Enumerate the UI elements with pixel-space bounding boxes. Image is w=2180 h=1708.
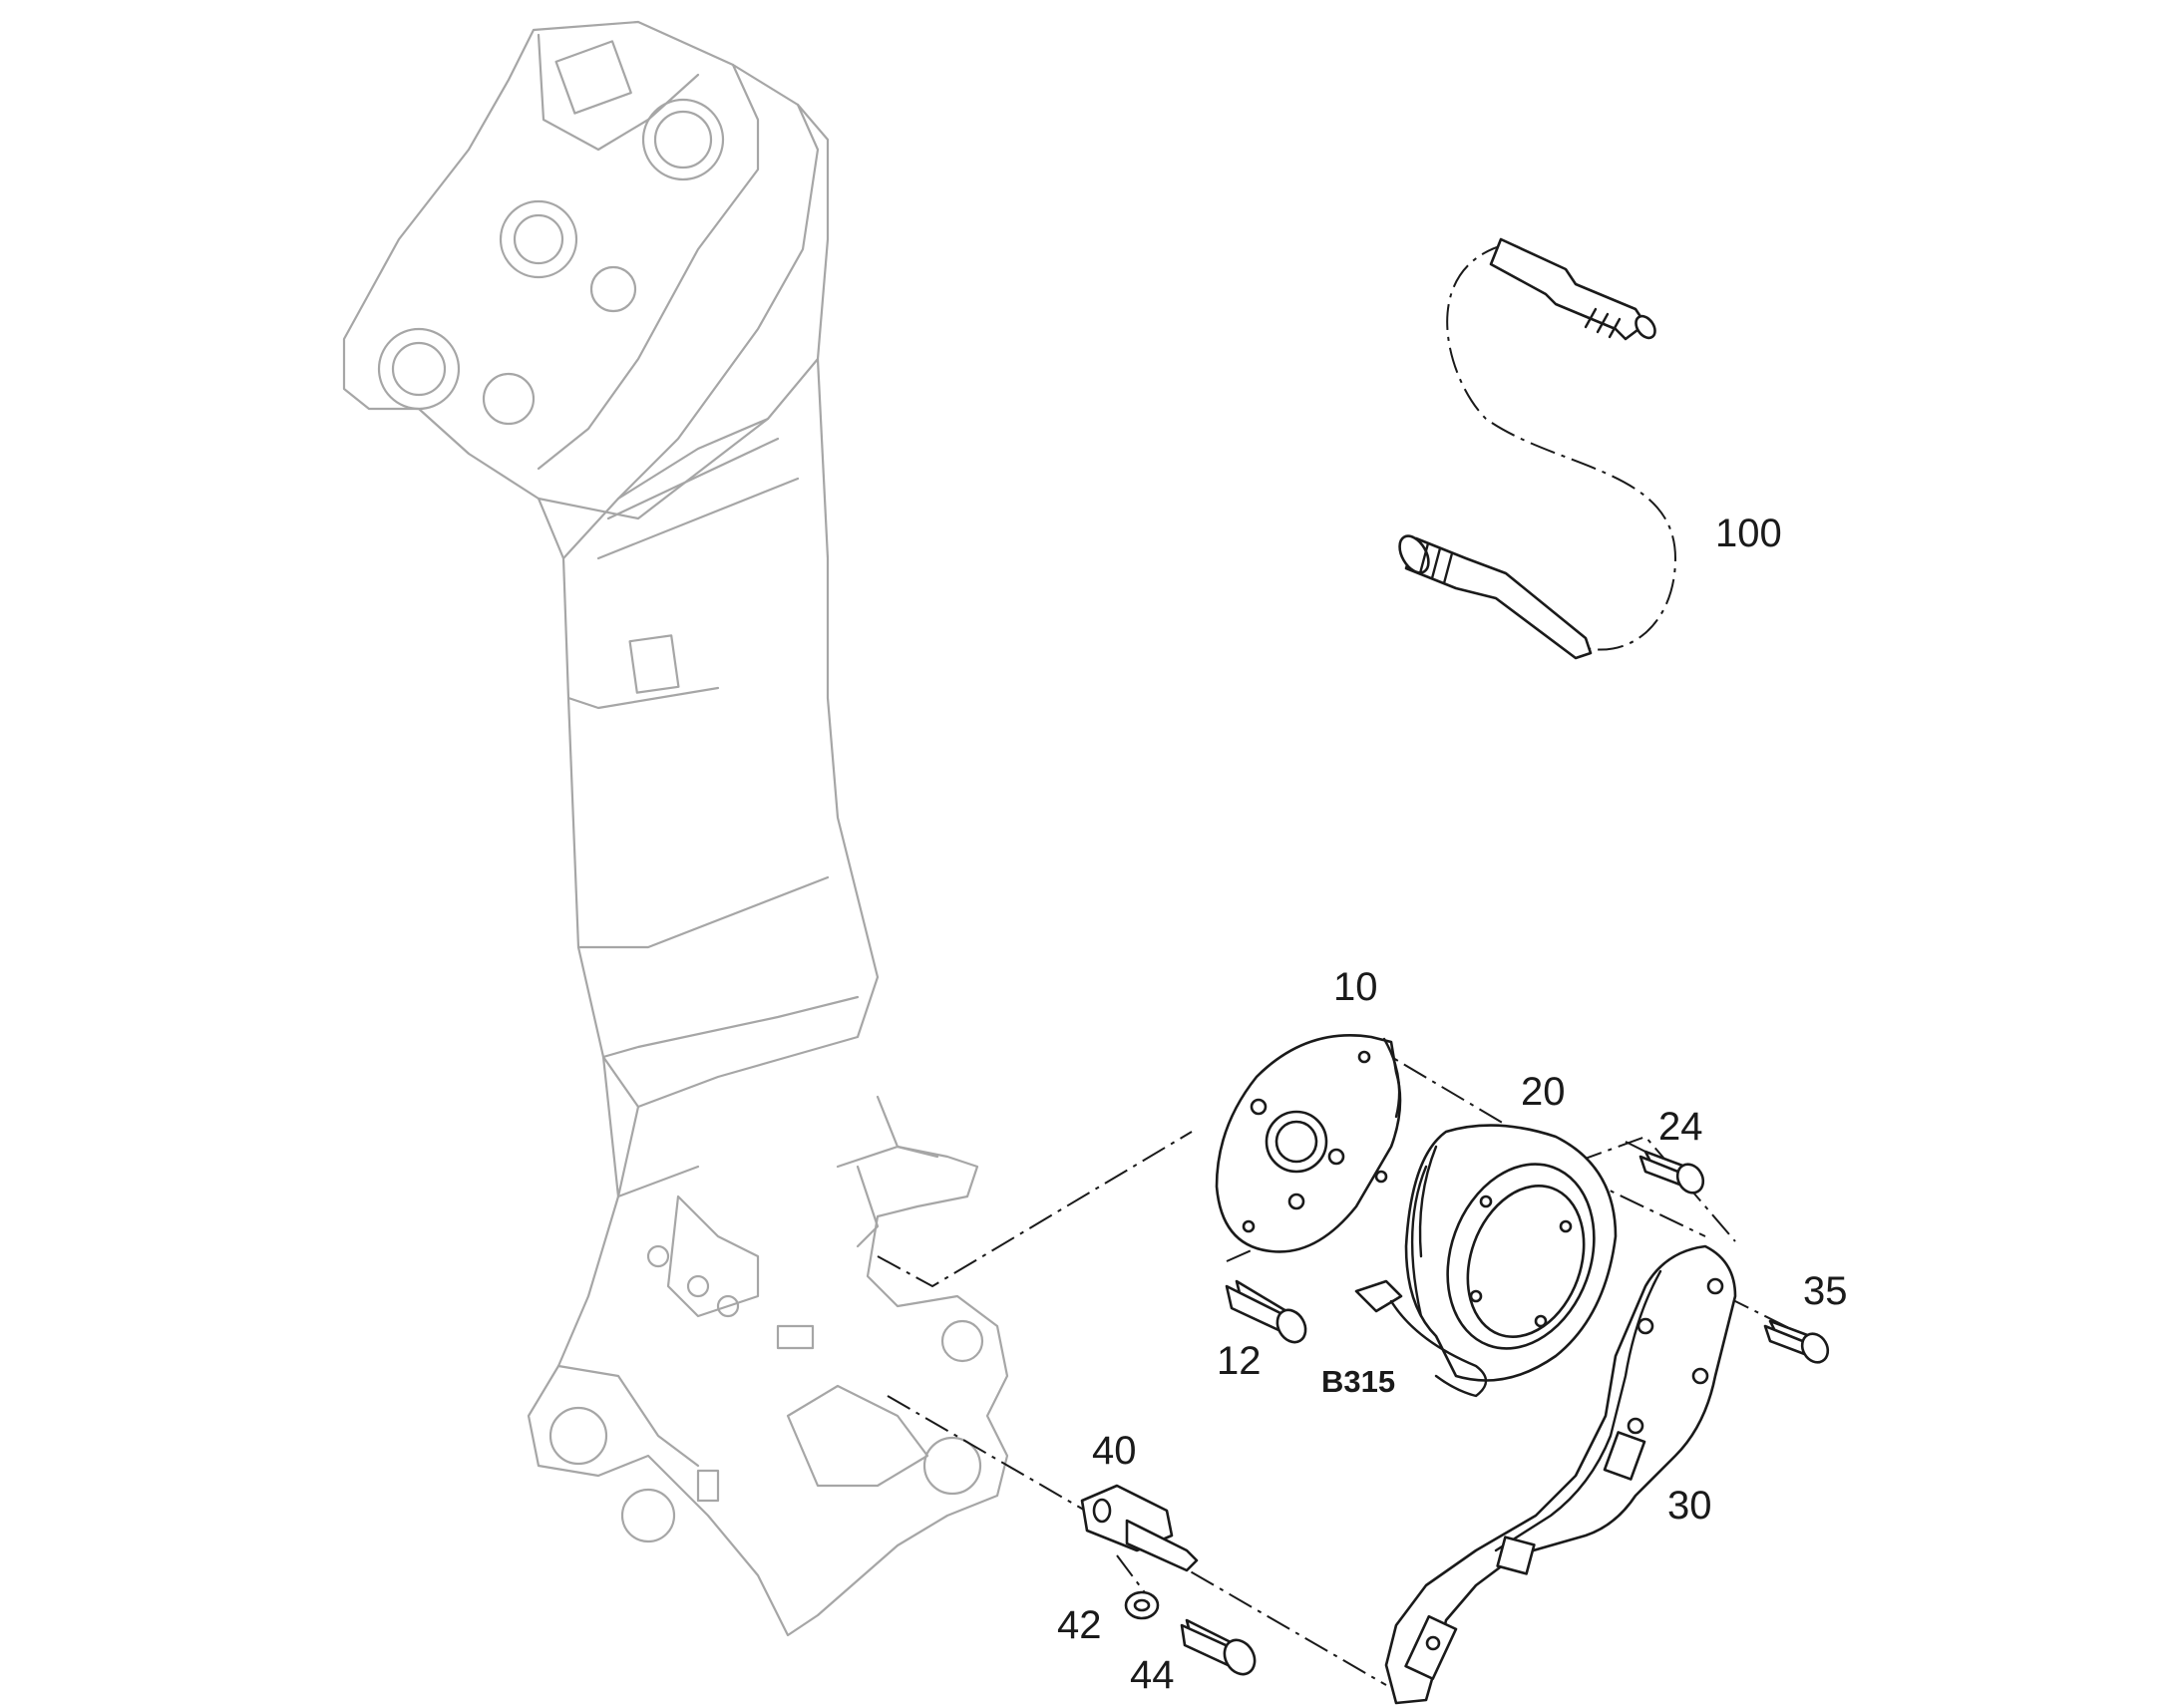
callout-24: 24: [1658, 1105, 1703, 1149]
boom-arm-ghost: [342, 20, 1009, 1637]
callout-20: 20: [1521, 1070, 1566, 1114]
callout-10: 10: [1333, 965, 1378, 1009]
callout-12: 12: [1217, 1339, 1262, 1383]
callout-30: 30: [1667, 1484, 1712, 1528]
bracket-part-30: [1384, 1244, 1737, 1705]
callout-42: 42: [1057, 1603, 1102, 1647]
callout-35: 35: [1803, 1269, 1848, 1313]
callout-40: 40: [1092, 1429, 1137, 1473]
sensor-part-20-b315: [1354, 1124, 1618, 1398]
callout-44: 44: [1130, 1653, 1175, 1697]
bolt-part-35: [1763, 1319, 1830, 1364]
pin-part-40: [1080, 1484, 1199, 1572]
callout-100: 100: [1715, 512, 1782, 555]
bolt-part-44: [1180, 1618, 1257, 1676]
pin-set: [1398, 237, 1656, 660]
callout-b315: B315: [1321, 1364, 1395, 1399]
bolt-part-24: [1638, 1150, 1705, 1195]
plate-part-10: [1215, 1034, 1402, 1253]
bolt-part-12: [1225, 1279, 1307, 1344]
washer-part-42: [1124, 1590, 1160, 1620]
